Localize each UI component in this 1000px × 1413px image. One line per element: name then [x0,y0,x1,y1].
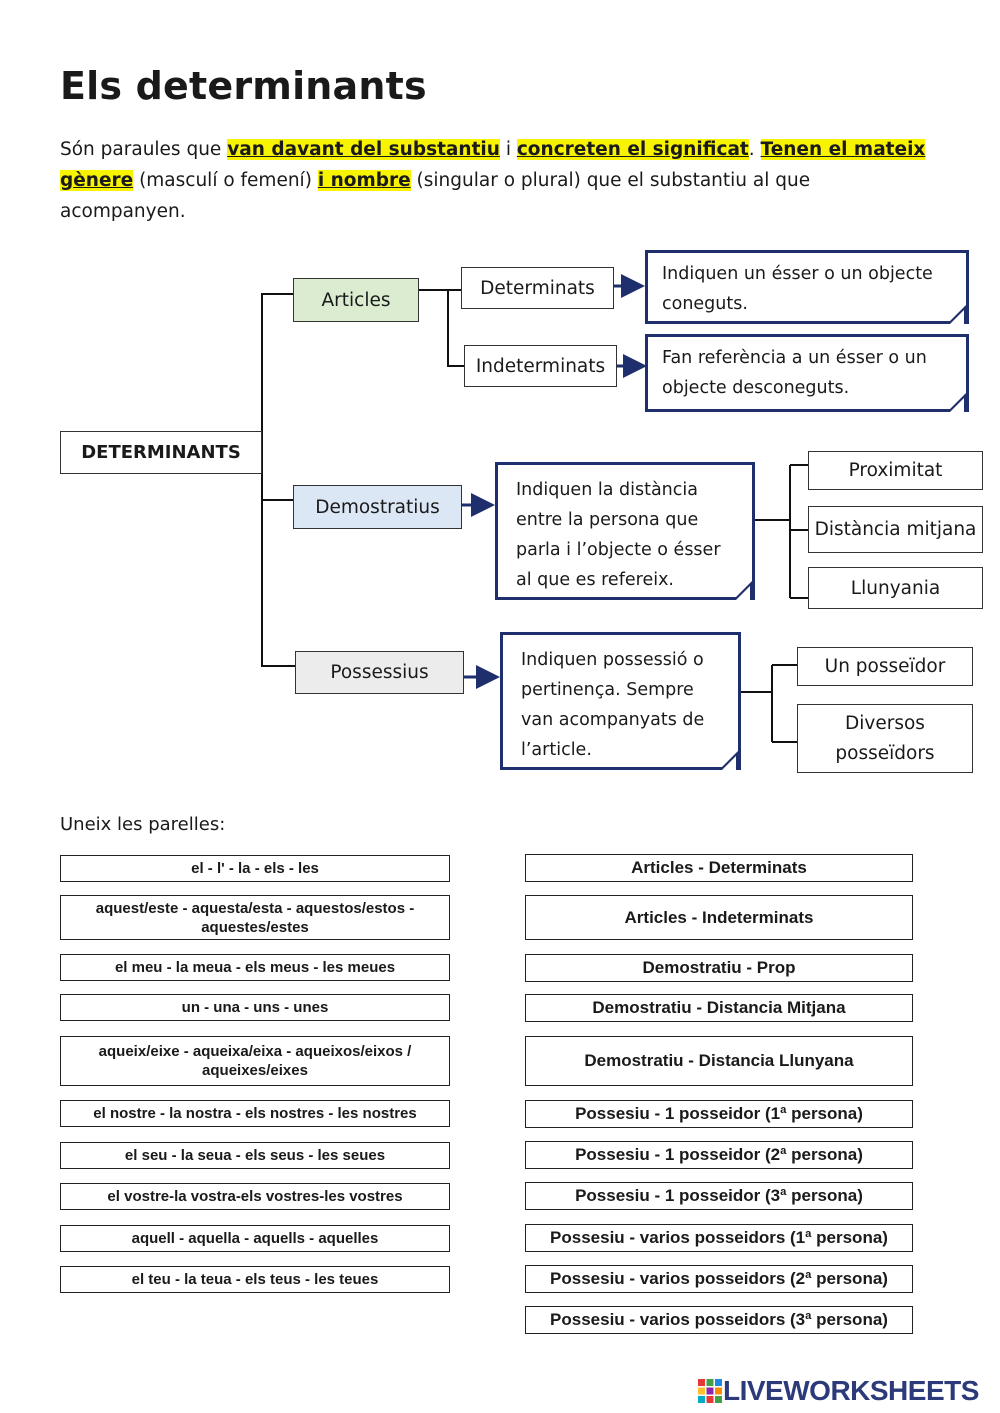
right-item[interactable]: Possesiu - varios posseidors (2ª persona… [525,1265,913,1293]
right-item[interactable]: Possesiu - varios posseidors (3ª persona… [525,1306,913,1334]
root-box: DETERMINANTS [60,431,262,474]
page-title: Els determinants [60,64,427,108]
right-item[interactable]: Articles - Indeterminats [525,895,913,940]
page-fold-inner [736,586,750,600]
left-item[interactable]: el teu - la teua - els teus - les teues [60,1266,450,1293]
left-item[interactable]: el nostre - la nostra - els nostres - le… [60,1100,450,1127]
left-item[interactable]: aqueix/eixe - aqueixa/eixa - aqueixos/ei… [60,1036,450,1086]
left-item[interactable]: el meu - la meua - els meus - les meues [60,954,450,981]
left-item[interactable]: un - una - uns - unes [60,994,450,1021]
possessius-box: Possessius [295,651,464,694]
intro-text: . [748,139,761,160]
intro-text: (masculí o femení) [133,170,318,191]
demostratius-box: Demostratius [293,485,462,529]
note-determinats: Indiquen un ésser o un objecte coneguts. [645,250,969,324]
note-possessius: Indiquen possessió o pertinença. Sempre … [500,632,741,770]
left-item[interactable]: el vostre-la vostra-els vostres-les vost… [60,1183,450,1210]
indeterminats-box: Indeterminats [464,345,617,387]
un-posseidor-box: Un posseïdor [797,647,973,686]
brand-text: LIVEWORKSHEETS [723,1375,979,1406]
llunyania-box: Llunyania [808,567,983,609]
intro-text: i [499,139,517,160]
exercise-instruction: Uneix les parelles: [60,814,226,835]
left-item[interactable]: aquell - aquella - aquells - aquelles [60,1225,450,1252]
left-item[interactable]: el - l' - la - els - les [60,855,450,882]
page-fold-inner [722,756,736,770]
mitjana-box: Distància mitjana [808,506,983,553]
intro-highlight: i nombre [317,170,411,191]
right-item[interactable]: Possesiu - varios posseidors (1ª persona… [525,1224,913,1252]
determinats-box: Determinats [461,267,614,309]
intro-highlight: concreten el significat [516,139,749,160]
note-indeterminats-text: Fan referència a un ésser o un objecte d… [662,348,927,398]
note-determinats-text: Indiquen un ésser o un objecte coneguts. [662,264,933,314]
diversos-box: Diversos posseïdors [797,704,973,773]
liveworksheets-icon [698,1379,722,1403]
right-item[interactable]: Possesiu - 1 posseidor (2ª persona) [525,1141,913,1169]
page-fold-inner [950,310,964,324]
intro-highlight: van davant del substantiu [227,139,500,160]
brand-logo: LIVEWORKSHEETS [697,1375,979,1407]
right-item[interactable]: Demostratiu - Prop [525,954,913,982]
note-demostratius: Indiquen la distància entre la persona q… [495,462,755,600]
proximitat-box: Proximitat [808,451,983,490]
intro-paragraph: Són paraules que van davant del substant… [60,134,940,227]
right-item[interactable]: Possesiu - 1 posseidor (1ª persona) [525,1100,913,1128]
right-item[interactable]: Demostratiu - Distancia Mitjana [525,994,913,1022]
right-item[interactable]: Possesiu - 1 posseidor (3ª persona) [525,1182,913,1210]
note-indeterminats: Fan referència a un ésser o un objecte d… [645,334,969,412]
intro-text: Són paraules que [60,139,228,160]
note-demostratius-text: Indiquen la distància entre la persona q… [516,480,721,590]
left-item[interactable]: el seu - la seua - els seus - les seues [60,1142,450,1169]
right-item[interactable]: Demostratiu - Distancia Llunyana [525,1036,913,1086]
left-item[interactable]: aquest/este - aquesta/esta - aquestos/es… [60,895,450,940]
intro-text: (singular o plural) que el substantiu al… [60,170,811,222]
right-item[interactable]: Articles - Determinats [525,854,913,882]
articles-box: Articles [293,278,419,322]
note-possessius-text: Indiquen possessió o pertinença. Sempre … [521,650,705,760]
page-fold-inner [950,398,964,412]
